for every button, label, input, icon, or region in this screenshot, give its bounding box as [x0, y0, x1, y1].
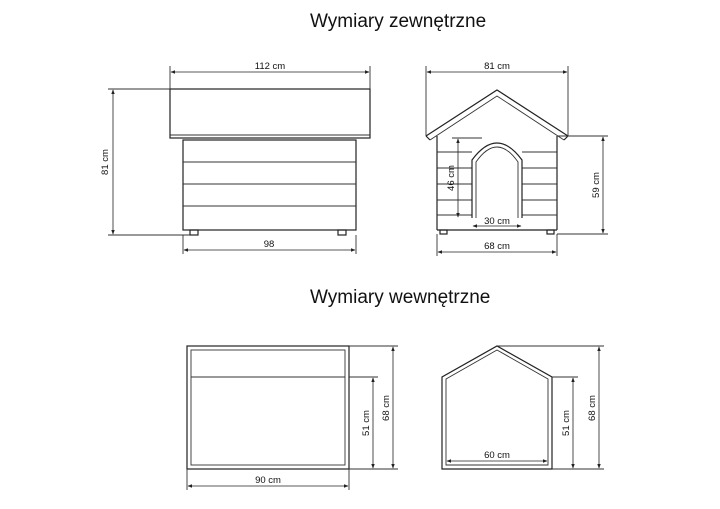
dim-label-98: 98 [264, 239, 275, 250]
inner-gable-inset [445, 349, 549, 466]
dim-label-112: 112 cm [255, 61, 286, 72]
dim-label-51-side: 51 cm [361, 410, 372, 436]
foot [546, 229, 555, 235]
foot [189, 229, 199, 236]
body-box [182, 139, 357, 231]
inner-gable-outer [441, 345, 553, 470]
door-frame [475, 146, 519, 218]
title-internal-dimensions: Wymiary wewnętrzne [310, 287, 491, 308]
roof-outer [425, 89, 569, 137]
internal-side-view: 51 cm 68 cm 90 cm [186, 345, 398, 490]
internal-front-view: 51 cm 68 cm 60 cm [441, 345, 604, 470]
dim-label-51-front: 51 cm [561, 410, 572, 436]
dim-label-90: 90 cm [255, 475, 281, 486]
dim-label-68-base: 68 cm [484, 241, 510, 252]
inner-body-inset [190, 349, 346, 466]
dim-label-46: 46 cm [446, 165, 457, 191]
title-external-dimensions: Wymiary zewnętrzne [310, 11, 487, 32]
roof-slab [169, 88, 371, 139]
dim-label-68-side: 68 cm [381, 395, 392, 421]
dim-label-30: 30 cm [484, 216, 510, 227]
foot [439, 229, 448, 235]
roof-inner [429, 95, 565, 141]
external-side-view: 112 cm 81 cm 98 [100, 61, 371, 254]
roof-edge [425, 135, 431, 141]
dim-label-59: 59 cm [591, 172, 602, 198]
foot [337, 229, 347, 236]
dim-label-68-front: 68 cm [587, 395, 598, 421]
dim-label-81-front: 81 cm [484, 61, 510, 72]
dim-label-81: 81 cm [100, 149, 111, 175]
inner-body [186, 345, 350, 470]
external-front-view: 81 cm 46 cm 30 cm 59 cm 68 cm [425, 61, 608, 256]
door-opening [471, 142, 523, 218]
dim-label-60: 60 cm [484, 450, 510, 461]
roof-edge [563, 135, 569, 141]
